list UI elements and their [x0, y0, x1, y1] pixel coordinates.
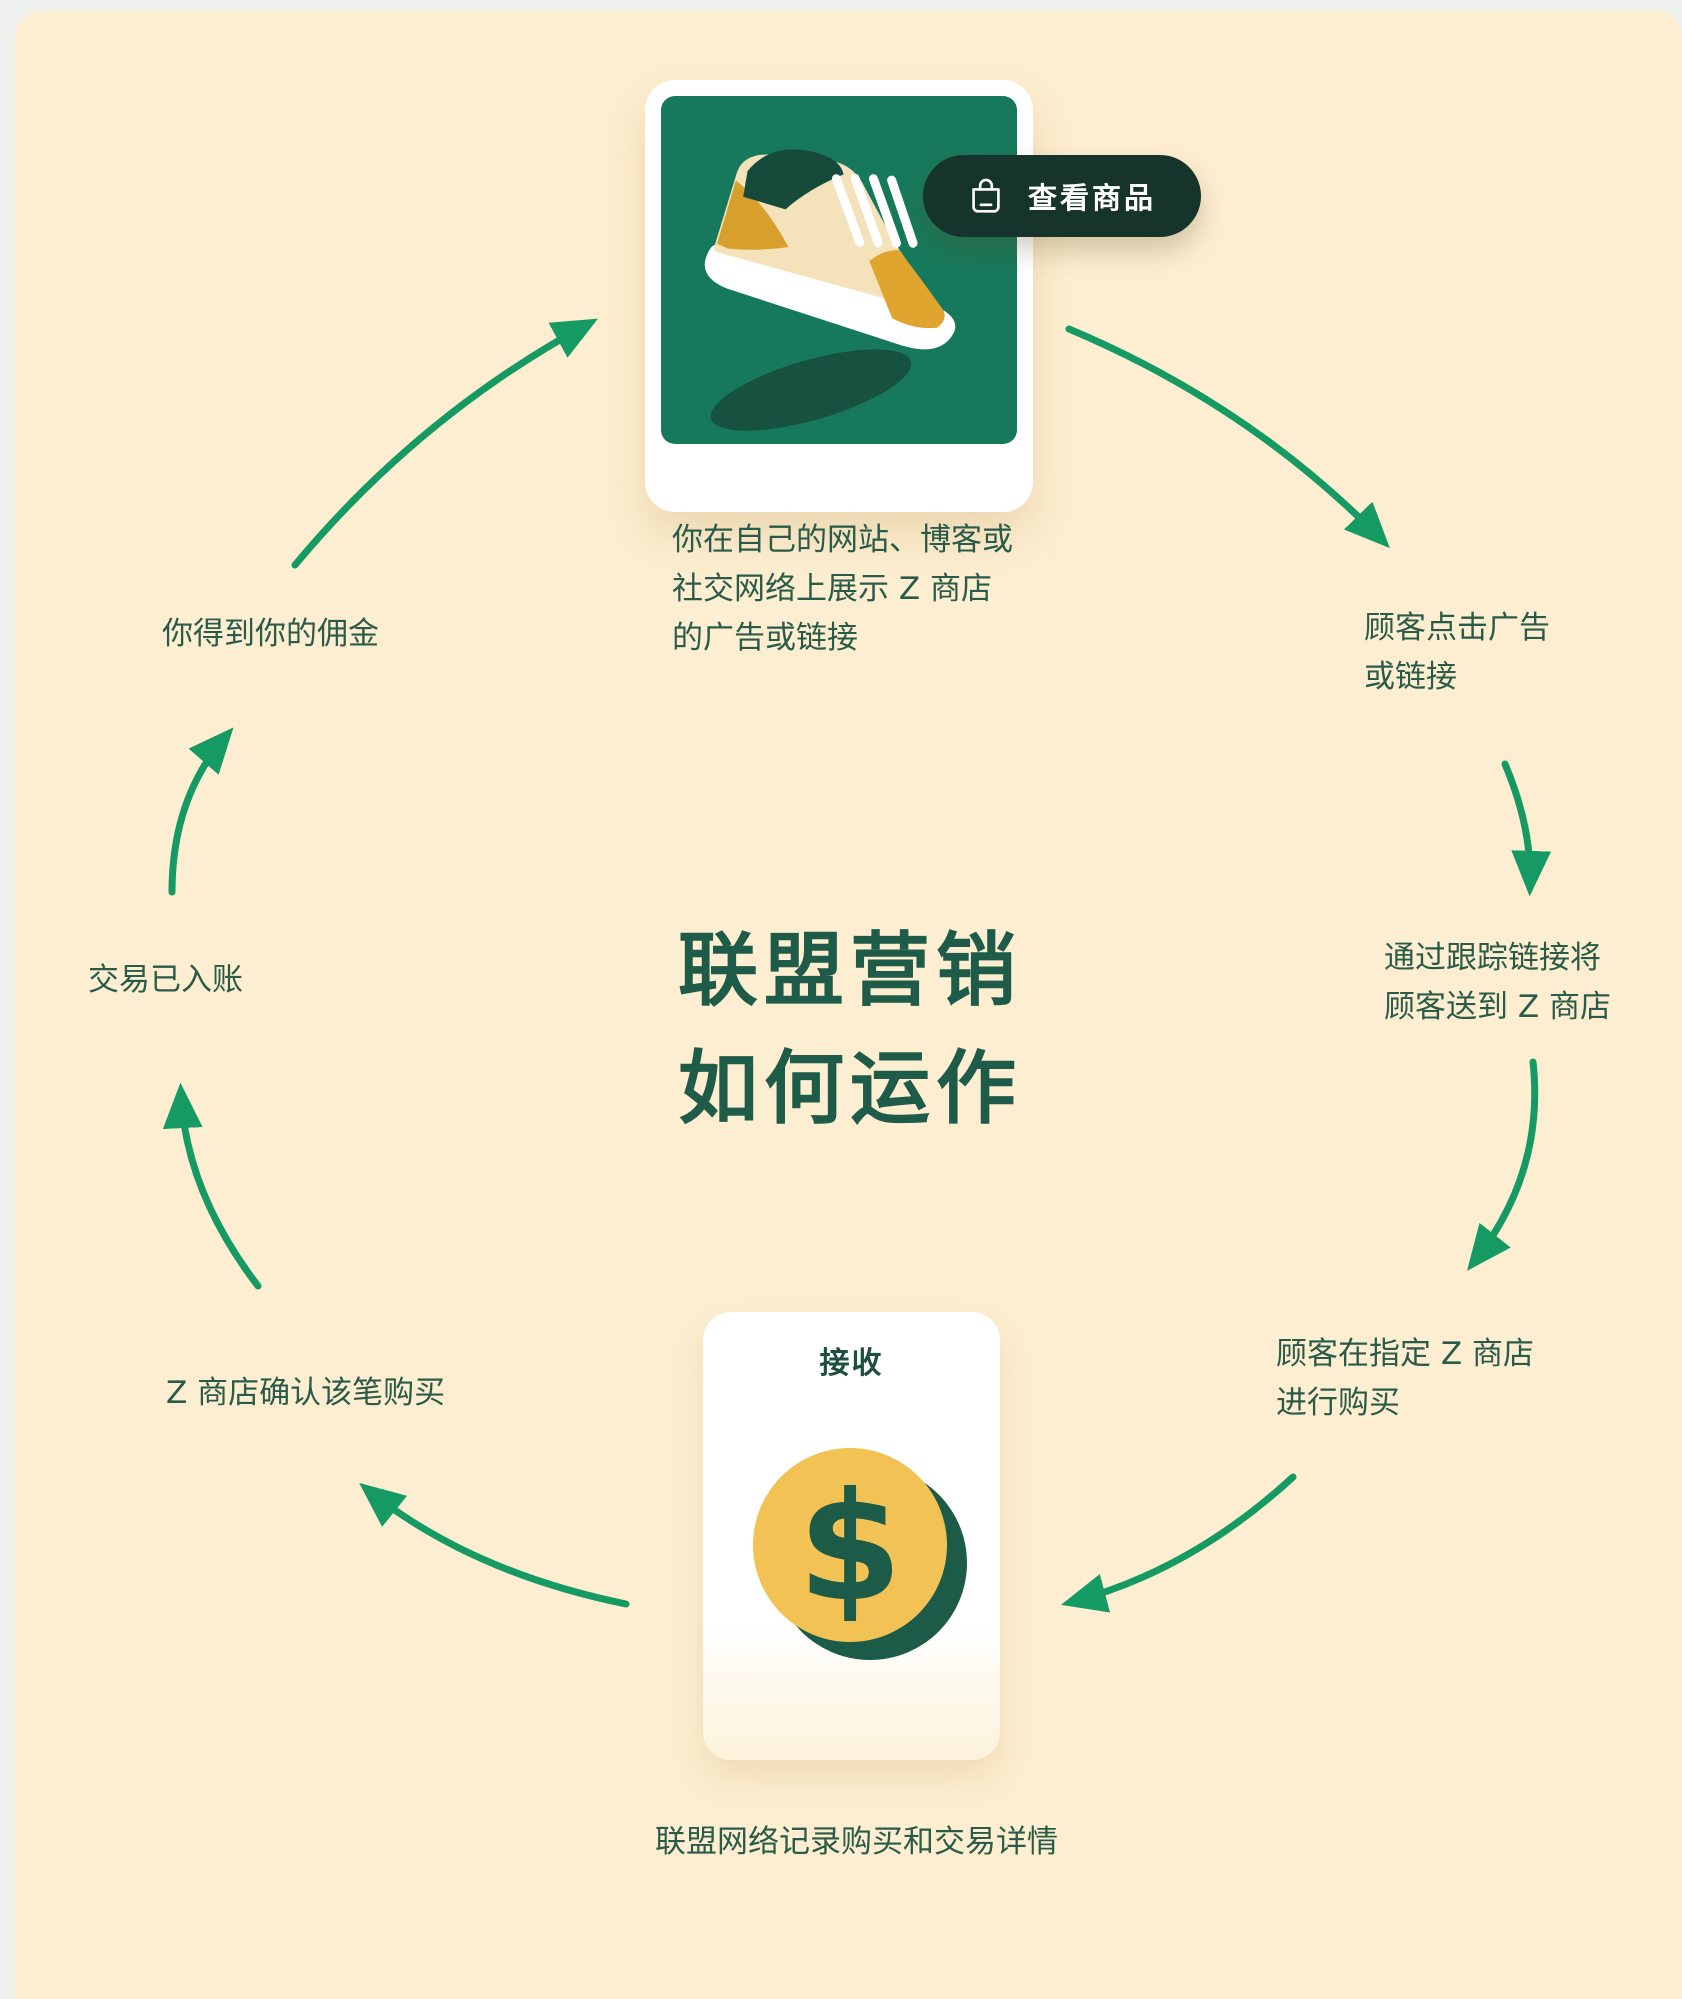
page-title-line-2: 如何运作 [678, 1042, 1022, 1135]
step-line: 顾客点击广告 [1364, 610, 1550, 646]
shopping-bag-icon [972, 178, 1000, 213]
step-line: 或链接 [1364, 659, 1457, 695]
step-show-ads: 你在自己的网站、博客或 社交网络上展示 Z 商店 的广告或链接 [672, 516, 1013, 663]
step-tracking-link: 通过跟踪链接将 顾客送到 Z 商店 [1384, 934, 1611, 1032]
step-line: 你在自己的网站、博客或 [672, 522, 1013, 558]
step-network-records: 联盟网络记录购买和交易详情 [655, 1818, 1058, 1867]
page-title: 联盟营销 如何运作 [648, 912, 1052, 1148]
step-line: 顾客送到 Z 商店 [1384, 989, 1611, 1025]
step-store-confirms: Z 商店确认该笔购买 [166, 1369, 445, 1418]
step-line: 社交网络上展示 Z 商店 [672, 571, 992, 607]
product-card [645, 80, 1033, 512]
view-product-label: 查看商品 [1027, 183, 1156, 215]
page-title-line-1: 联盟营销 [678, 924, 1022, 1017]
receive-card: 接收 $ [703, 1312, 1000, 1760]
step-line: 进行购买 [1276, 1385, 1400, 1421]
dollar-coin-icon: $ [753, 1448, 967, 1660]
step-line: 顾客在指定 Z 商店 [1276, 1336, 1534, 1372]
product-image-tile [661, 96, 1017, 444]
step-line: Z 商店确认该笔购买 [166, 1375, 446, 1411]
step-line: 交易已入账 [88, 962, 243, 998]
step-get-commission: 你得到你的佣金 [162, 610, 379, 659]
step-line: 的广告或链接 [672, 620, 858, 656]
receive-label: 接收 [819, 1346, 884, 1381]
dollar-sign: $ [798, 1461, 902, 1635]
step-customer-buys: 顾客在指定 Z 商店 进行购买 [1276, 1330, 1534, 1428]
step-line: 联盟网络记录购买和交易详情 [655, 1824, 1058, 1860]
sneaker-illustration [661, 96, 1017, 444]
step-line: 你得到你的佣金 [162, 616, 379, 652]
step-transaction-credited: 交易已入账 [88, 956, 243, 1005]
step-line: 通过跟踪链接将 [1384, 940, 1601, 976]
view-product-button[interactable]: 查看商品 [923, 155, 1201, 237]
step-customer-clicks: 顾客点击广告 或链接 [1364, 604, 1550, 702]
